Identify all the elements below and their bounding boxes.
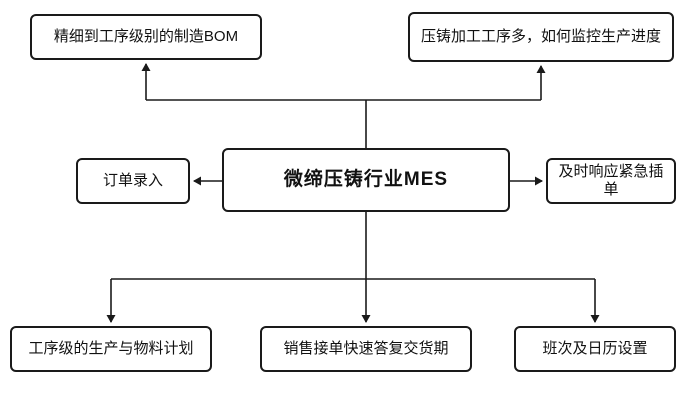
node-urgent-order-response-label: 及时响应紧急插单 — [558, 163, 664, 198]
node-order-entry-label: 订单录入 — [102, 172, 163, 189]
node-production-material-plan-label: 工序级的生产与物料计划 — [28, 340, 194, 357]
node-shift-calendar-setting-label: 班次及日历设置 — [542, 340, 648, 357]
node-process-monitoring-label: 压铸加工工序多，如何监控生产进度 — [420, 28, 661, 45]
node-production-material-plan: 工序级的生产与物料计划 — [10, 326, 212, 372]
node-manufacturing-bom-label: 精细到工序级别的制造BOM — [53, 28, 239, 45]
node-mes-center-label: 微缔压铸行业MES — [283, 168, 449, 190]
node-manufacturing-bom: 精细到工序级别的制造BOM — [30, 14, 262, 60]
node-delivery-date-reply-label: 销售接单快速答复交货期 — [283, 340, 449, 357]
node-shift-calendar-setting: 班次及日历设置 — [514, 326, 676, 372]
node-delivery-date-reply: 销售接单快速答复交货期 — [260, 326, 472, 372]
node-process-monitoring: 压铸加工工序多，如何监控生产进度 — [408, 12, 674, 62]
node-order-entry: 订单录入 — [76, 158, 190, 204]
node-mes-center: 微缔压铸行业MES — [222, 148, 510, 212]
node-urgent-order-response: 及时响应紧急插单 — [546, 158, 676, 204]
